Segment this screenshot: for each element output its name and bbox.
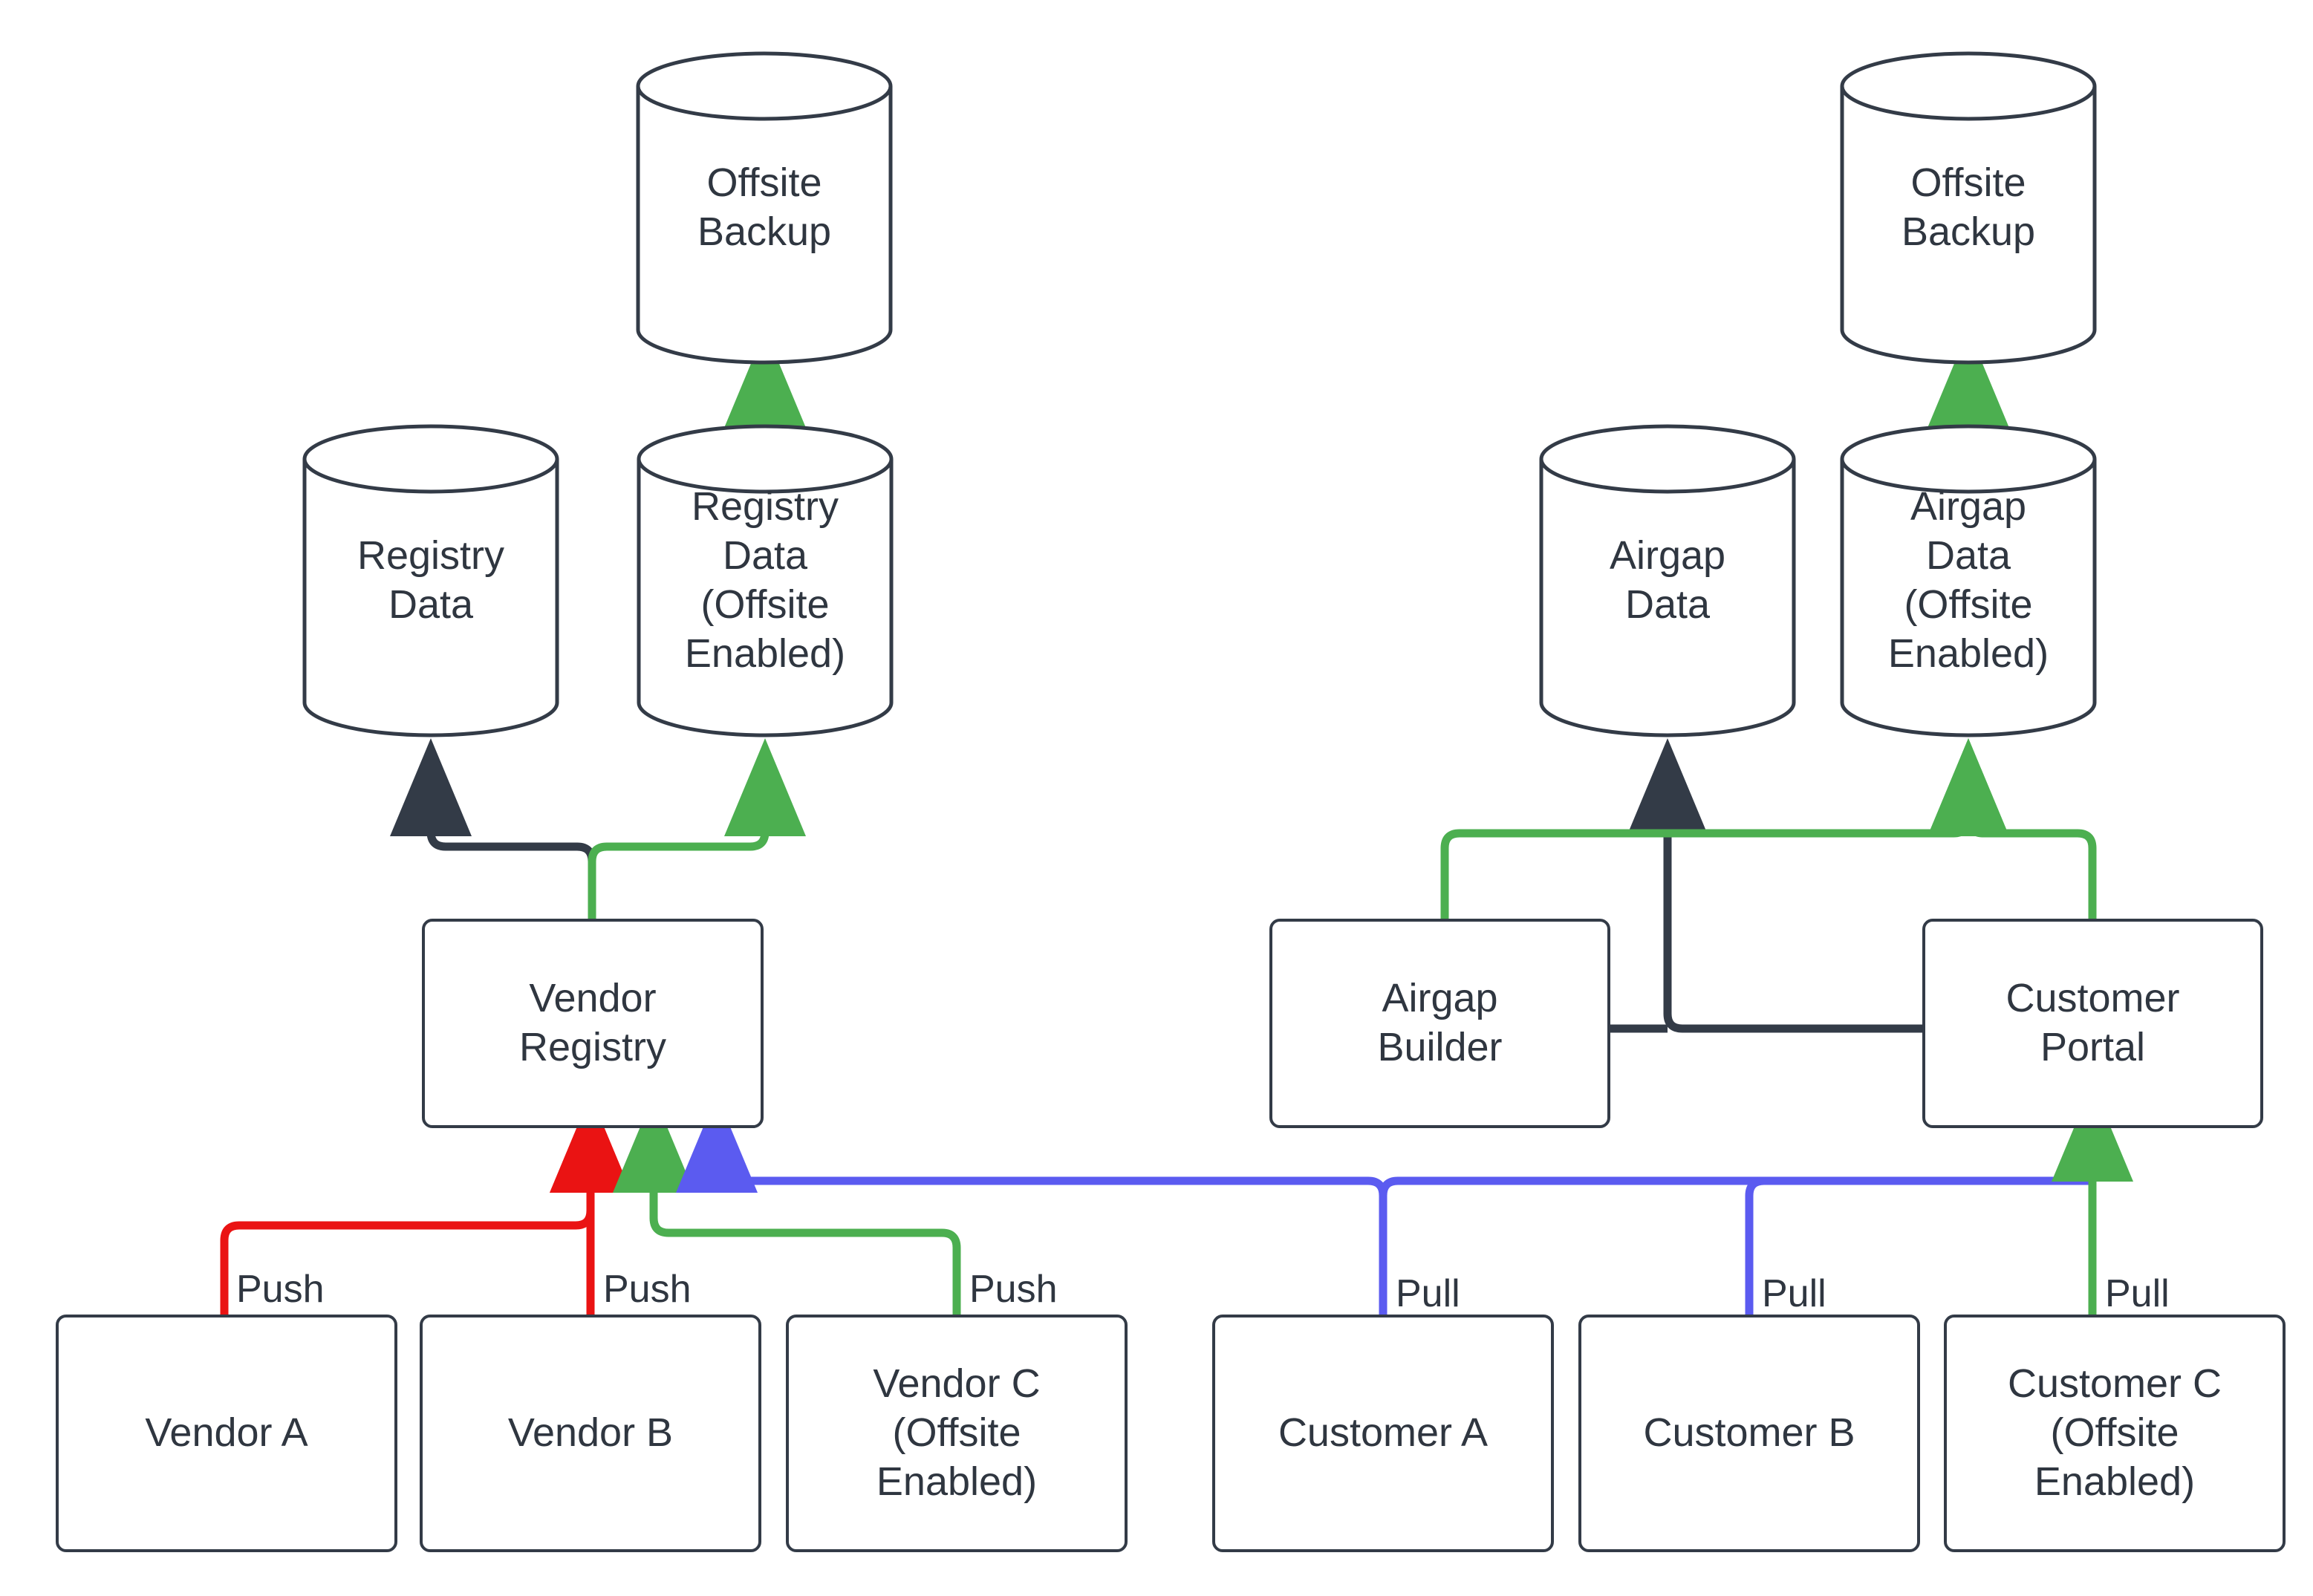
edge-label-pull-a: Pull [1396,1272,1460,1315]
node-customer-portal[interactable]: Customer Portal [1922,919,2263,1128]
node-airgap-builder[interactable]: Airgap Builder [1269,919,1610,1128]
node-vendor-a[interactable]: Vendor A [56,1315,397,1552]
node-label: Vendor A [145,1410,308,1456]
edge-customer-portal-to-airgap-data [1627,738,1922,1033]
node-customer-b[interactable]: Customer B [1578,1315,1920,1552]
cylinder-shape [1539,424,1796,737]
edge-customer-a-to-customer-portal [1379,1176,2092,1315]
node-offsite-backup-left[interactable]: Offsite Backup [635,51,894,365]
edge-customer-b-to-customer-portal [1745,1176,2092,1315]
edge-label-push-c: Push [969,1268,1058,1311]
node-label: Offsite Backup [1901,160,2036,254]
cylinder-shape [1840,424,2097,737]
cylinder-shape [302,424,559,737]
node-vendor-b[interactable]: Vendor B [420,1315,761,1552]
node-label: Airgap Builder [1377,976,1503,1069]
node-registry-data[interactable]: Registry Data [302,423,560,738]
node-label: Registry Data [357,533,505,627]
node-label: Registry Data (Offsite Enabled) [684,484,846,676]
edge-label-pull-b: Pull [1762,1272,1826,1315]
node-label: Customer Portal [2005,976,2180,1069]
edge-airgap-builder-to-airgap-data-offsite [1440,738,2009,919]
node-airgap-data-offsite[interactable]: Airgap Data (Offsite Enabled) [1839,423,2098,738]
node-label: Vendor Registry [518,976,667,1069]
node-customer-c[interactable]: Customer C (Offsite Enabled) [1944,1315,2286,1552]
edge-label-pull-c: Pull [2105,1272,2170,1315]
edge-label-push-b: Push [603,1268,692,1311]
node-label: Offsite Backup [697,160,832,254]
edge-vendor-registry-to-registry-data [390,738,596,919]
node-offsite-backup-right[interactable]: Offsite Backup [1839,51,2098,365]
edge-vendor-registry-to-registry-data-offsite [588,738,806,919]
edge-label-push-a: Push [236,1268,325,1311]
edge-customer-portal-to-airgap-data-offsite [1928,738,2097,919]
cylinder-shape [1840,51,2097,365]
node-label: Airgap Data [1609,533,1726,627]
edge-vendor-c-to-vendor-registry [613,1095,961,1315]
node-label: Vendor B [507,1410,674,1456]
node-label: Customer A [1278,1410,1489,1456]
node-registry-data-offsite[interactable]: Registry Data (Offsite Enabled) [636,423,894,738]
node-label: Customer C (Offsite Enabled) [2007,1361,2222,1504]
node-airgap-data[interactable]: Airgap Data [1538,423,1797,738]
node-customer-a[interactable]: Customer A [1212,1315,1554,1552]
node-label: Airgap Data (Offsite Enabled) [1887,484,2049,676]
node-vendor-c[interactable]: Vendor C (Offsite Enabled) [786,1315,1128,1552]
cylinder-shape [636,51,893,365]
node-label: Vendor C (Offsite Enabled) [873,1361,1041,1504]
node-label: Customer B [1643,1410,1855,1456]
cylinder-shape [637,424,894,737]
node-vendor-registry[interactable]: Vendor Registry [422,919,764,1128]
